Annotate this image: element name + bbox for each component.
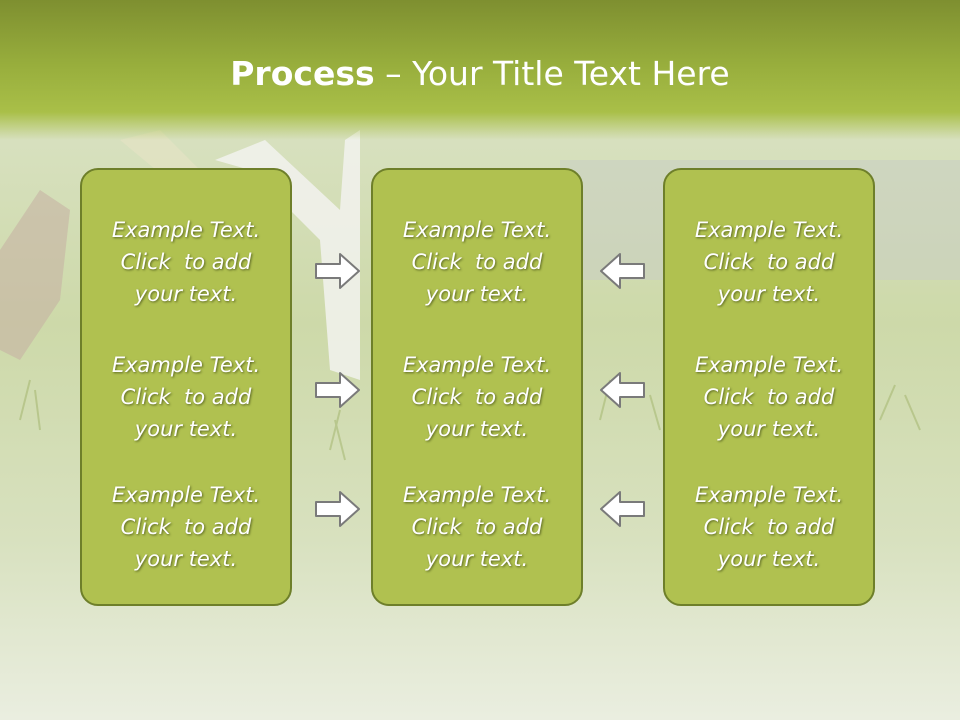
arrow-right-icon	[315, 491, 360, 527]
title-rest: – Your Title Text Here	[374, 54, 730, 93]
panel-text[interactable]: Example Text. Click to add your text.	[694, 483, 844, 571]
process-panel-center[interactable]: Example Text. Click to add your text. Ex…	[371, 168, 583, 606]
title-bar	[0, 0, 960, 140]
title-bold: Process	[230, 54, 375, 93]
panel-text[interactable]: Example Text. Click to add your text.	[111, 353, 261, 441]
arrow-left-icon	[600, 372, 645, 408]
panel-text[interactable]: Example Text. Click to add your text.	[111, 218, 261, 306]
arrow-left-icon	[600, 491, 645, 527]
panel-text[interactable]: Example Text. Click to add your text.	[402, 218, 552, 306]
panel-text[interactable]: Example Text. Click to add your text.	[694, 218, 844, 306]
arrow-left-icon	[600, 253, 645, 289]
panel-text[interactable]: Example Text. Click to add your text.	[402, 483, 552, 571]
panel-text[interactable]: Example Text. Click to add your text.	[402, 353, 552, 441]
arrow-right-icon	[315, 253, 360, 289]
panel-text[interactable]: Example Text. Click to add your text.	[694, 353, 844, 441]
arrow-right-icon	[315, 372, 360, 408]
process-panel-left[interactable]: Example Text. Click to add your text. Ex…	[80, 168, 292, 606]
process-panel-right[interactable]: Example Text. Click to add your text. Ex…	[663, 168, 875, 606]
panel-text[interactable]: Example Text. Click to add your text.	[111, 483, 261, 571]
slide-title[interactable]: Process – Your Title Text Here	[0, 50, 960, 98]
